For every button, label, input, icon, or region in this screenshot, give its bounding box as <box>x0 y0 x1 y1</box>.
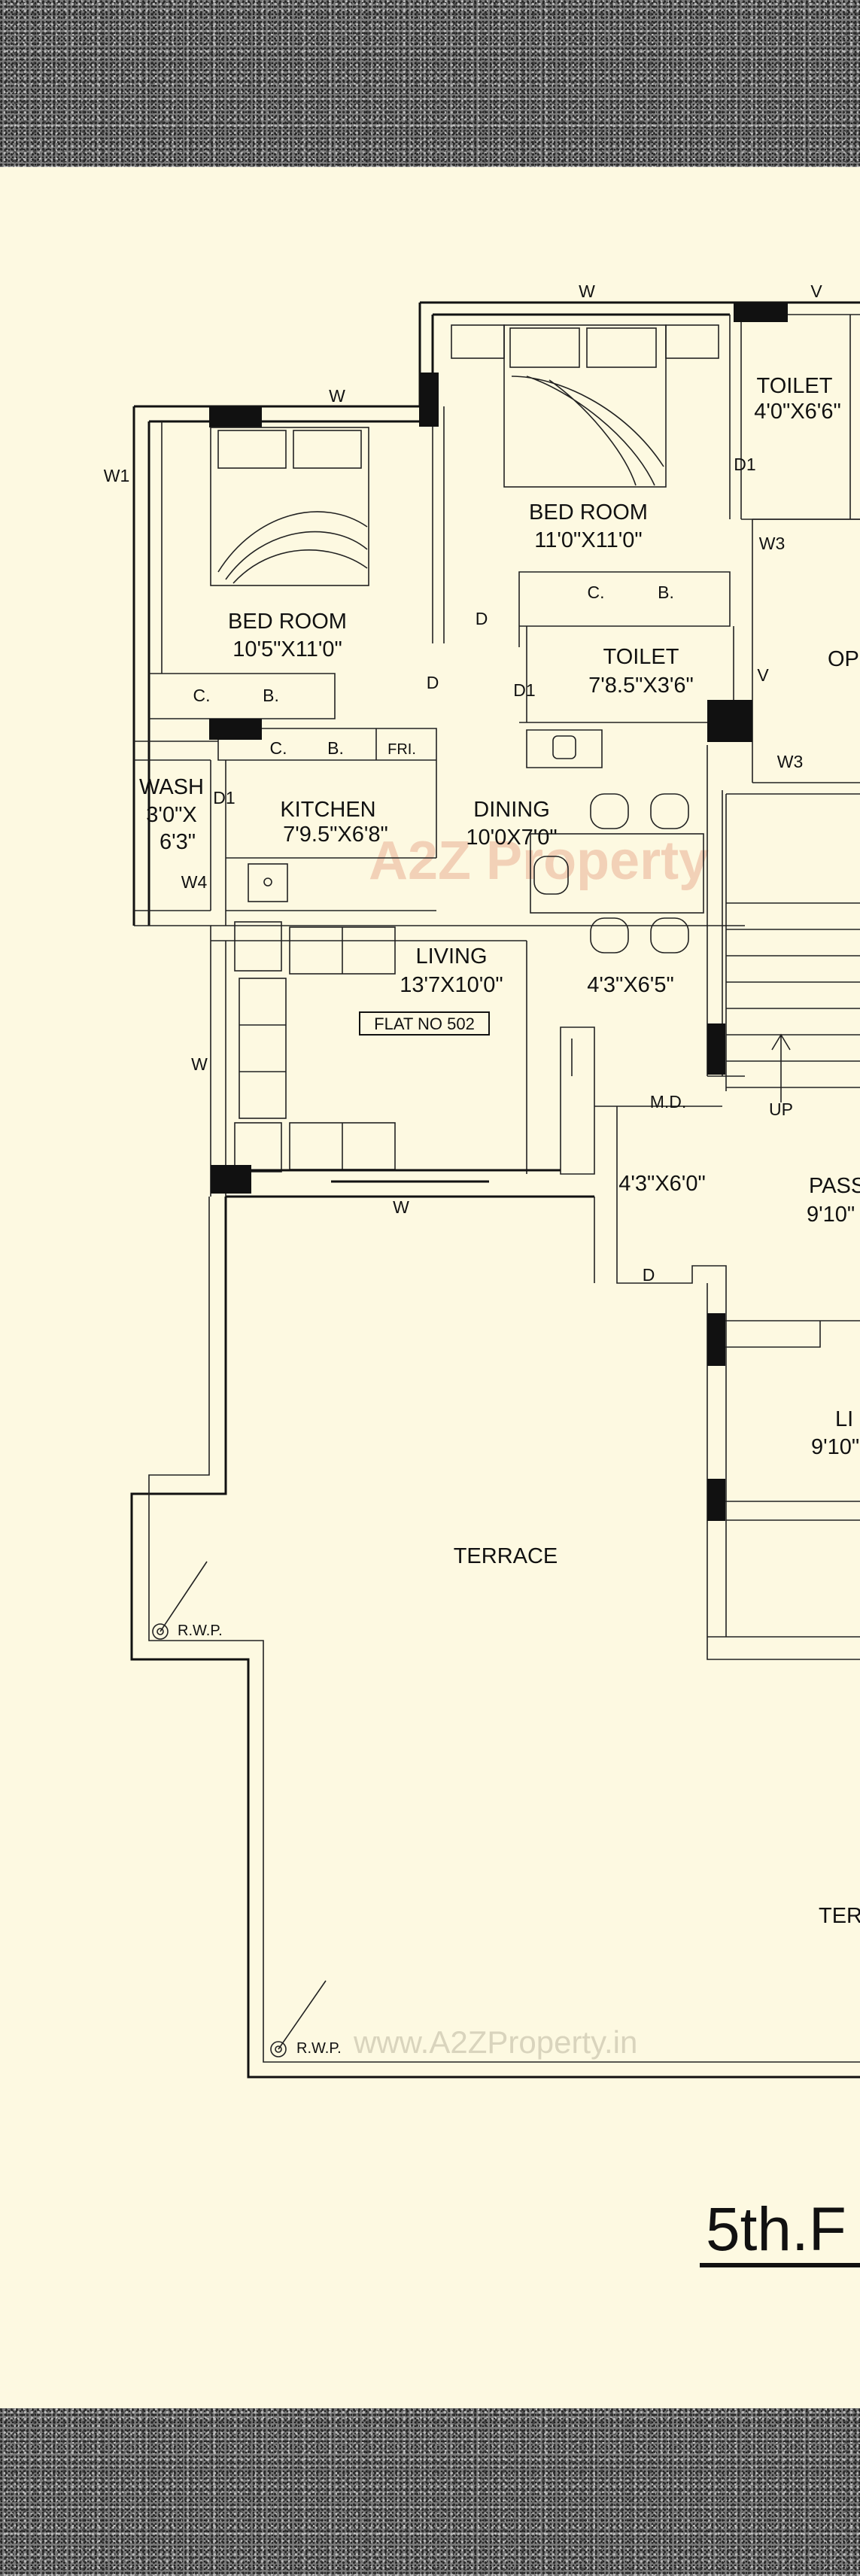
wall-bedroom1-inner <box>161 406 445 674</box>
wall-top-bedroom1 <box>132 405 433 926</box>
flat-number-box: FLAT NO 502 <box>359 1011 490 1036</box>
kitchen-sink <box>248 863 288 902</box>
bedroom1-dims: 10'5"X11'0" <box>232 637 342 661</box>
window-label: W <box>191 1054 208 1074</box>
floor-title-text: 5th.F <box>706 2195 846 2264</box>
watermark-logo: A2Z Property <box>369 831 709 891</box>
basin-label: B. <box>658 582 674 602</box>
bed-bedroom2 <box>451 324 719 488</box>
kitchen-counter <box>217 719 437 858</box>
op-label-partial: OP <box>828 647 859 671</box>
window4-label: W4 <box>181 872 208 892</box>
annotations: W V W W1 D1 W3 C. B. D D D1 V W3 C. B. C… <box>104 281 823 1285</box>
main-door-label: M.D. <box>650 1092 687 1112</box>
cupboard-label: C. <box>270 738 287 758</box>
counter-bedroom1 <box>149 673 336 719</box>
cupboard-label: C. <box>193 686 211 705</box>
wash-dims-2: 6'3" <box>160 830 196 854</box>
wall-top-bedroom2 <box>418 301 860 406</box>
door1-label: D1 <box>513 680 535 700</box>
wall-lift <box>711 1320 860 1521</box>
watermark-logo-text: A2Z Property <box>369 831 709 891</box>
window-label: W <box>579 281 595 301</box>
ventilator-label: V <box>757 665 769 685</box>
door-label: D <box>476 609 488 628</box>
cupboard-label: C. <box>588 582 605 602</box>
toilet2-basin <box>526 729 603 768</box>
living-name: LIVING <box>415 944 487 969</box>
dining-table <box>530 793 704 953</box>
room-labels: BED ROOM 10'5"X11'0" BED ROOM 11'0"X11'0… <box>139 374 841 1568</box>
bedroom2-dims: 11'0"X11'0" <box>534 528 642 552</box>
fridge-label: FRI. <box>387 741 416 758</box>
terrace-right <box>707 1283 860 1660</box>
wall-living-bottom <box>226 1169 594 1198</box>
bedroom2-name: BED ROOM <box>529 500 648 525</box>
main-door-frame <box>560 1026 595 1175</box>
bedroom1-name: BED ROOM <box>228 610 347 634</box>
rwp-label: R.W.P. <box>178 1623 223 1639</box>
door1-label: D1 <box>734 455 755 474</box>
watermark-url: www.A2ZProperty.in <box>353 2024 637 2060</box>
door1-label: D1 <box>213 788 235 807</box>
plan-sheet <box>0 167 860 2408</box>
passage-label-partial: PASS <box>809 1174 860 1198</box>
wash-dims-1: 3'0"X <box>146 803 196 827</box>
terrace-label-partial: TER <box>819 1904 860 1928</box>
rain-water-pipe-2: R.W.P. <box>270 1980 342 2057</box>
toilet1-dims: 4'0"X6'6" <box>754 400 841 424</box>
terrace-outline-inner <box>148 1197 860 2063</box>
partial-labels: OP PASS 9'10" LI 9'10" TER <box>807 647 860 1928</box>
lobby-dims: 4'3"X6'5" <box>587 973 674 997</box>
wall-landing <box>594 1106 727 1637</box>
passage-dims-partial: 9'10" <box>807 1203 855 1227</box>
wash-name: WASH <box>139 775 204 799</box>
landing-dims: 4'3"X6'0" <box>618 1172 706 1196</box>
kitchen-dims: 7'9.5"X6'8" <box>283 823 388 847</box>
door-label: D <box>643 1265 655 1285</box>
counter-bedroom2 <box>518 571 731 647</box>
window1-label: W1 <box>104 466 130 485</box>
columns <box>209 303 788 1521</box>
terrace-label: TERRACE <box>454 1544 558 1568</box>
granite-border-bottom <box>0 2408 860 2576</box>
toilet2-name: TOILET <box>603 645 679 669</box>
window3-label: W3 <box>777 752 804 771</box>
window-label: W <box>329 386 345 406</box>
lift-label-partial: LI <box>835 1407 853 1431</box>
basin-label: B. <box>263 686 279 705</box>
basin-label: B. <box>327 738 344 758</box>
door-label: D <box>427 673 439 692</box>
staircase <box>725 793 860 1102</box>
flat-number: FLAT NO 502 <box>374 1014 475 1033</box>
lift-dims-partial: 9'10" <box>811 1435 859 1459</box>
ventilator-label: V <box>810 281 822 301</box>
toilet1-name: TOILET <box>757 374 833 398</box>
wall-kitchen <box>134 741 436 926</box>
wall-wash <box>134 925 211 1174</box>
bed-bedroom1 <box>210 427 369 586</box>
dining-dims: 10'0X7'0" <box>466 826 557 850</box>
floor-title: 5th.F <box>700 2195 860 2267</box>
window-label: W <box>393 1197 409 1217</box>
toilet2-dims: 7'8.5"X3'6" <box>588 674 694 698</box>
wall-toilet2 <box>519 626 734 723</box>
wall-bedroom2-right <box>729 303 742 519</box>
wall-right-block <box>741 519 860 783</box>
rwp-label: R.W.P. <box>296 2040 342 2057</box>
stair-up-label: UP <box>769 1099 793 1119</box>
rain-water-pipe-1: R.W.P. <box>152 1561 223 1640</box>
window3-label: W3 <box>759 534 786 553</box>
kitchen-name: KITCHEN <box>280 798 375 822</box>
living-dims: 13'7X10'0" <box>400 973 503 997</box>
dining-name: DINING <box>473 798 550 822</box>
granite-border-top <box>0 0 860 167</box>
living-sofa-set <box>234 921 396 1172</box>
terrace-outline <box>130 1197 860 2079</box>
